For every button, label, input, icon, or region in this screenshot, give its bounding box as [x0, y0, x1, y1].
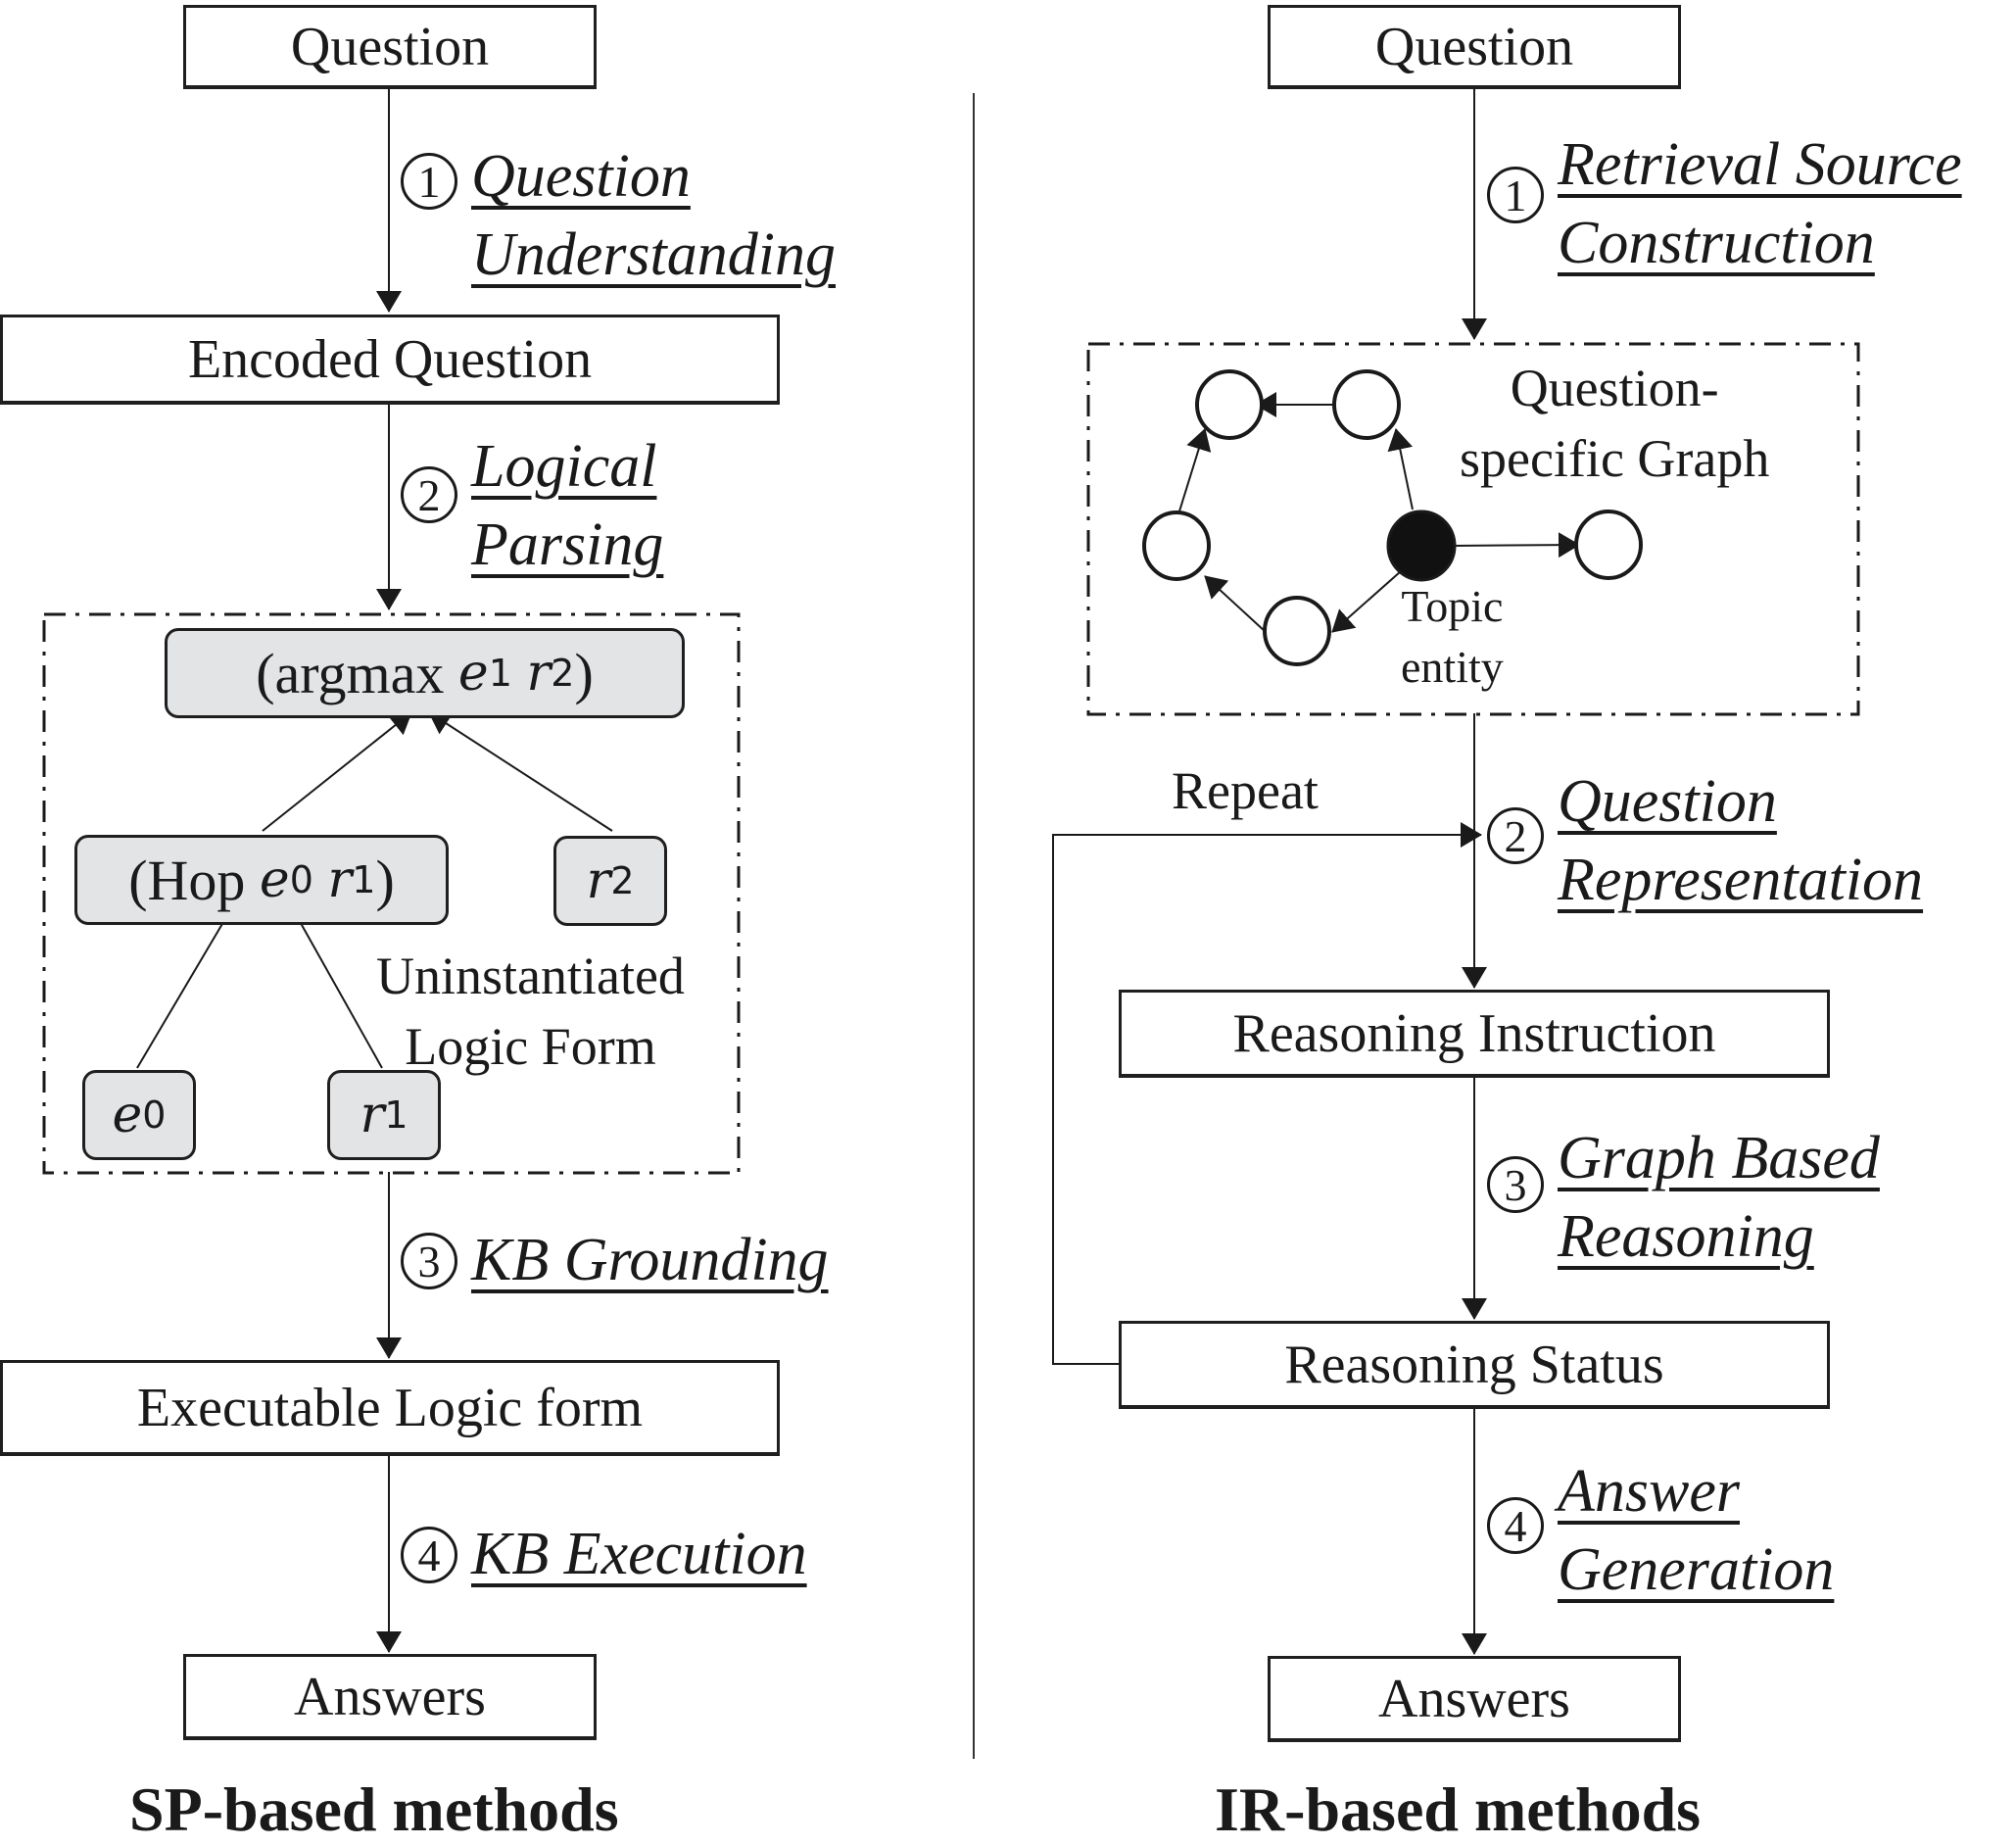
graph-edge	[1387, 428, 1414, 510]
step-number-badge: 2	[1487, 807, 1544, 864]
graph-node	[1332, 369, 1401, 440]
reasoning-status-box: Reasoning Status	[1119, 1321, 1830, 1409]
sp-answers-box: Answers	[183, 1654, 597, 1740]
repeat-label: Repeat	[1172, 761, 1319, 820]
logic-form-container	[42, 612, 741, 1175]
uninstantiated-logic-form-label: Uninstantiated Logic Form	[376, 947, 685, 1076]
ir-answers-box: Answers	[1268, 1656, 1681, 1742]
step-number-badge: 1	[1487, 167, 1544, 223]
ir-caption: IR-based methods	[1215, 1774, 1702, 1844]
step-number-badge: 3	[401, 1233, 457, 1289]
graph-edge	[1204, 575, 1267, 633]
sp-question-label: Question	[290, 16, 490, 77]
step-number-badge: 4	[1487, 1497, 1544, 1554]
executable-logic-form-label: Executable Logic form	[136, 1377, 644, 1438]
question-specific-graph-label: Question- specific Graph	[1460, 359, 1770, 488]
edge-r2-to-argmax	[428, 711, 613, 832]
graph-edge	[1331, 570, 1402, 633]
reasoning-instruction-label: Reasoning Instruction	[1232, 1002, 1716, 1064]
edge-hop-to-argmax	[262, 711, 412, 832]
reasoning-instruction-box: Reasoning Instruction	[1119, 990, 1830, 1078]
ir-answers-label: Answers	[1378, 1668, 1570, 1729]
encoded-question-label: Encoded Question	[187, 328, 593, 390]
executable-logic-form-box: Executable Logic form	[0, 1360, 780, 1456]
step-number-badge: 1	[401, 153, 457, 210]
sp-step-4: 4 KB Execution	[401, 1515, 807, 1593]
graph-edge	[1177, 428, 1212, 515]
reasoning-status-label: Reasoning Status	[1284, 1334, 1664, 1395]
encoded-question-box: Encoded Question	[0, 315, 780, 405]
graph-edge	[1451, 532, 1580, 559]
graph-container	[1086, 342, 1860, 716]
graph-node	[1142, 510, 1211, 581]
step-number-badge: 3	[1487, 1156, 1544, 1213]
sp-step-3: 3 KB Grounding	[401, 1221, 829, 1299]
graph-node	[1195, 369, 1264, 440]
sp-answers-label: Answers	[294, 1666, 486, 1727]
topic-entity-node	[1386, 510, 1457, 582]
step-number-badge: 2	[401, 466, 457, 523]
graph-node	[1574, 510, 1643, 580]
repeat-loop-arrow	[1052, 822, 1482, 1365]
sp-caption: SP-based methods	[129, 1774, 619, 1844]
topic-entity-label: Topic entity	[1401, 581, 1504, 692]
step-number-badge: 4	[401, 1527, 457, 1583]
graph-node	[1263, 596, 1331, 666]
sp-question-box: Question	[183, 5, 597, 89]
question-specific-graph	[1142, 369, 1643, 666]
ir-question-box: Question	[1268, 5, 1681, 89]
ir-question-label: Question	[1374, 16, 1574, 77]
